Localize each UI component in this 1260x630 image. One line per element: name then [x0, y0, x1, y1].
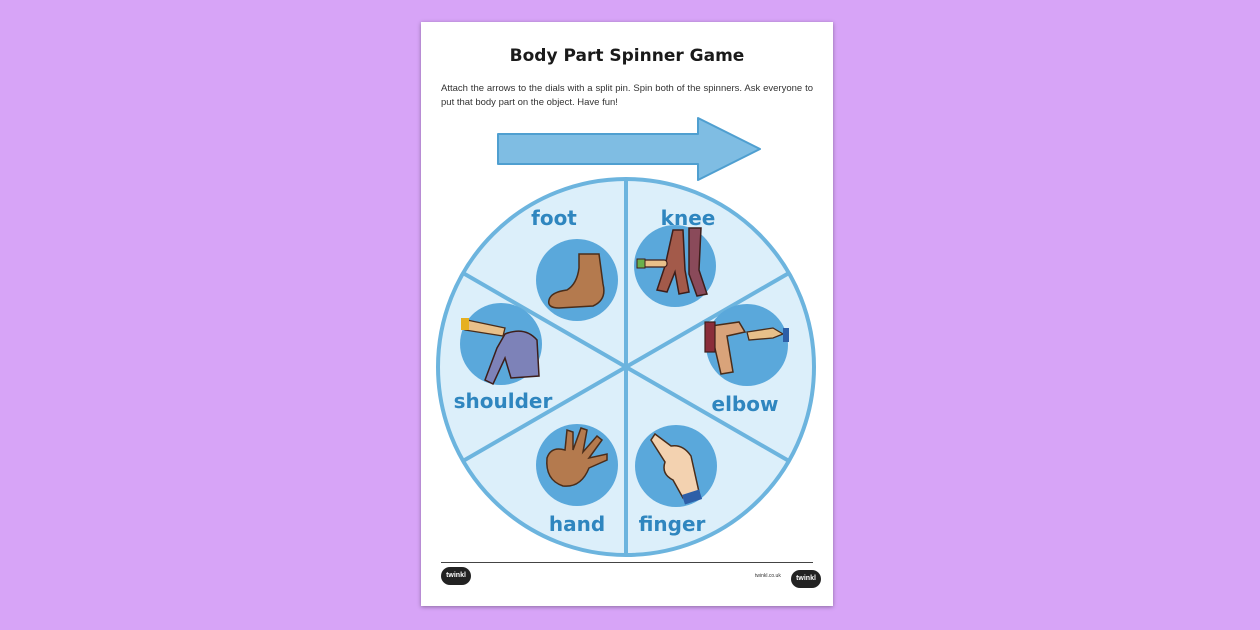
knee-picture	[634, 225, 716, 307]
segment-label-elbow: elbow	[712, 392, 779, 416]
spinner-artwork: foot knee elbow finger hand shoulder	[436, 117, 816, 557]
worksheet-page: Body Part Spinner Game Attach the arrows…	[421, 22, 833, 606]
shoulder-icon	[461, 318, 540, 386]
worksheet-title: Body Part Spinner Game	[509, 46, 745, 66]
segment-label-foot: foot	[531, 206, 577, 230]
segment-label-shoulder: shoulder	[454, 389, 553, 413]
segment-label-hand: hand	[549, 512, 605, 536]
finger-picture	[635, 425, 717, 507]
elbow-icon	[704, 321, 789, 375]
twinkl-logo-left: twinkl	[441, 567, 471, 585]
elbow-picture	[704, 304, 789, 386]
twinkl-logo-right: twinkl	[791, 570, 821, 588]
footer-divider	[441, 562, 813, 563]
segment-label-knee: knee	[661, 206, 716, 230]
wheel-dividers	[462, 179, 790, 555]
foot-picture	[536, 239, 618, 321]
finger-icon	[650, 432, 703, 505]
hand-picture	[536, 424, 618, 506]
foot-icon	[547, 253, 605, 309]
instructions-text: Attach the arrows to the dials with a sp…	[441, 83, 813, 108]
hand-icon	[546, 427, 608, 487]
spinner-arrow	[497, 117, 761, 181]
segment-label-finger: finger	[639, 512, 706, 536]
footer-site-url: twinkl.co.uk	[755, 573, 781, 579]
shoulder-picture	[460, 303, 542, 386]
knee-icon	[636, 227, 708, 297]
spinner-center-pin	[623, 364, 629, 370]
